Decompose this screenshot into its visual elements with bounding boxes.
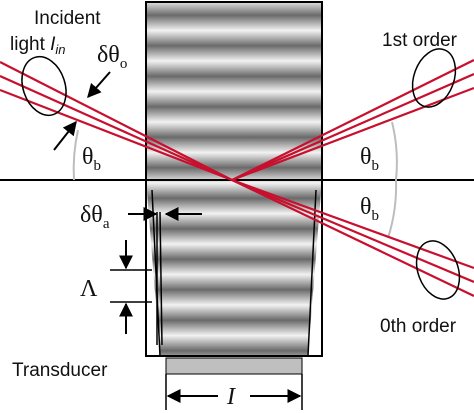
- length-label: I: [226, 384, 236, 410]
- right-wedge: [308, 180, 322, 356]
- right-upper-arc: [391, 121, 398, 181]
- incident-lens-ellipse-icon: [21, 55, 67, 117]
- first-order-lens-ellipse-icon: [411, 48, 457, 108]
- incident-beam: [0, 61, 233, 182]
- right-edge-line: [307, 189, 317, 357]
- left-angle-arc: [72, 129, 79, 181]
- delta-theta-o-arrow-icon: [87, 71, 111, 99]
- divergence-line-b: [159, 211, 163, 346]
- transducer-label: Transducer: [12, 360, 108, 381]
- lambda-label: Λ: [80, 276, 98, 302]
- first-order-beam: [231, 59, 474, 182]
- theta-b-right-upper-label: θb: [360, 144, 379, 174]
- zeroth-order-label: 0th order: [380, 316, 457, 337]
- incident-label-line2: light Iin: [10, 34, 66, 57]
- delta-theta-o-arrow2-icon: [53, 120, 77, 151]
- theta-b-left-label: θb: [82, 144, 101, 174]
- zeroth-order-beam: [231, 178, 474, 297]
- first-order-label: 1st order: [382, 30, 458, 51]
- incident-label-line1: Incident: [34, 8, 101, 29]
- zeroth-order-lens-ellipse-icon: [415, 240, 461, 300]
- transducer-block: [165, 357, 303, 375]
- delta-theta-o-label: δθo: [97, 42, 127, 72]
- right-lower-arc: [387, 179, 398, 239]
- delta-theta-a-label: δθa: [80, 202, 110, 232]
- theta-b-right-lower-label: θb: [360, 194, 379, 224]
